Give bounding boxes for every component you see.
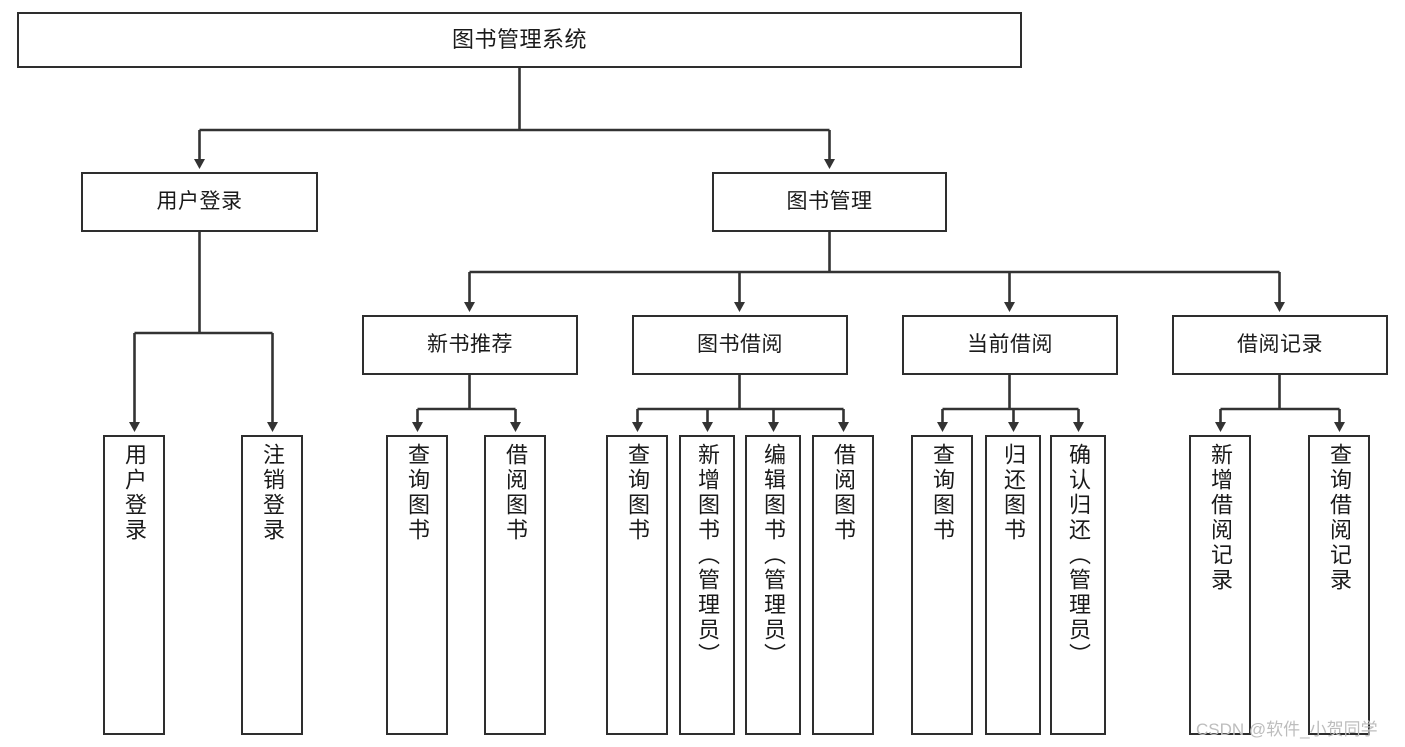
node-borrow-record[interactable]: 借阅记录 (1172, 315, 1388, 375)
leaf-confirm-return[interactable]: 确认归还（管理员） (1050, 435, 1106, 735)
leaf-borrow-book-2[interactable]: 借阅图书 (812, 435, 874, 735)
node-book-manage[interactable]: 图书管理 (712, 172, 947, 232)
leaf-query-book-1-label: 查询图书 (405, 443, 430, 543)
leaf-query-record[interactable]: 查询借阅记录 (1308, 435, 1370, 735)
leaf-add-book[interactable]: 新增图书（管理员） (679, 435, 735, 735)
leaf-edit-book[interactable]: 编辑图书（管理员） (745, 435, 801, 735)
node-new-book-rec[interactable]: 新书推荐 (362, 315, 578, 375)
leaf-query-book-3-label: 查询图书 (930, 443, 955, 543)
leaf-query-book-2[interactable]: 查询图书 (606, 435, 668, 735)
node-book-manage-label: 图书管理 (786, 190, 873, 214)
leaf-borrow-book-1-label: 借阅图书 (503, 443, 528, 543)
node-current-borrow[interactable]: 当前借阅 (902, 315, 1118, 375)
node-book-borrow-label: 图书借阅 (697, 333, 783, 357)
leaf-query-book-1[interactable]: 查询图书 (386, 435, 448, 735)
leaf-add-record[interactable]: 新增借阅记录 (1189, 435, 1251, 735)
leaf-user-login[interactable]: 用户登录 (103, 435, 165, 735)
node-user-login[interactable]: 用户登录 (81, 172, 318, 232)
node-new-book-rec-label: 新书推荐 (427, 333, 513, 357)
leaf-logout-login[interactable]: 注销登录 (241, 435, 303, 735)
leaf-user-login-label: 用户登录 (122, 443, 147, 543)
leaf-borrow-book-1[interactable]: 借阅图书 (484, 435, 546, 735)
leaf-query-record-label: 查询借阅记录 (1327, 443, 1352, 593)
leaf-confirm-return-label: 确认归还（管理员） (1066, 443, 1091, 668)
node-borrow-record-label: 借阅记录 (1237, 333, 1323, 357)
node-user-login-label: 用户登录 (156, 190, 243, 214)
leaf-query-book-3[interactable]: 查询图书 (911, 435, 973, 735)
leaf-return-book-label: 归还图书 (1001, 443, 1026, 543)
node-root-label: 图书管理系统 (451, 26, 587, 52)
leaf-borrow-book-2-label: 借阅图书 (831, 443, 856, 543)
leaf-return-book[interactable]: 归还图书 (985, 435, 1041, 735)
csdn-watermark: CSDN @软件_小贺同学 (1196, 720, 1378, 739)
leaf-query-book-2-label: 查询图书 (625, 443, 650, 543)
node-root[interactable]: 图书管理系统 (17, 12, 1022, 68)
leaf-logout-login-label: 注销登录 (260, 443, 285, 543)
leaf-add-book-label: 新增图书（管理员） (695, 443, 720, 668)
leaf-edit-book-label: 编辑图书（管理员） (761, 443, 786, 668)
node-book-borrow[interactable]: 图书借阅 (632, 315, 848, 375)
node-current-borrow-label: 当前借阅 (967, 333, 1053, 357)
leaf-add-record-label: 新增借阅记录 (1208, 443, 1233, 593)
